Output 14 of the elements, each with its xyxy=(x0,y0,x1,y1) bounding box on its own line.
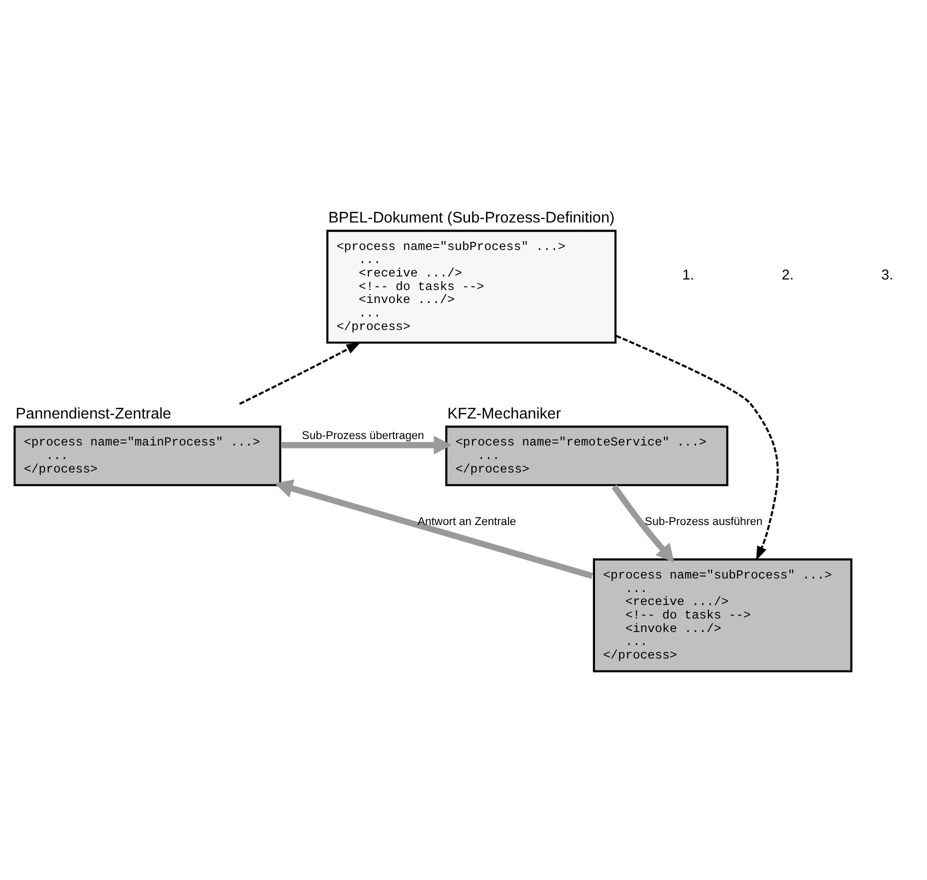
label: 3. xyxy=(880,268,893,284)
arrow xyxy=(280,436,452,455)
arrow xyxy=(274,479,593,579)
arrow xyxy=(615,334,778,561)
node-label: Pannendienst-Zentrale xyxy=(15,405,171,422)
arrow xyxy=(238,342,360,405)
edge-label: Sub-Prozess übertragen xyxy=(301,430,424,442)
node-label: BPEL-Dokument (Sub-Prozess-Definition) xyxy=(328,210,614,227)
edge-label: Antwort an Zentrale xyxy=(417,516,516,528)
arrow xyxy=(611,484,674,562)
label: 1. xyxy=(682,268,694,284)
edge-label: Sub-Prozess ausführen xyxy=(644,516,762,528)
label: 2. xyxy=(781,268,794,284)
node-label: KFZ-Mechaniker xyxy=(446,405,560,422)
